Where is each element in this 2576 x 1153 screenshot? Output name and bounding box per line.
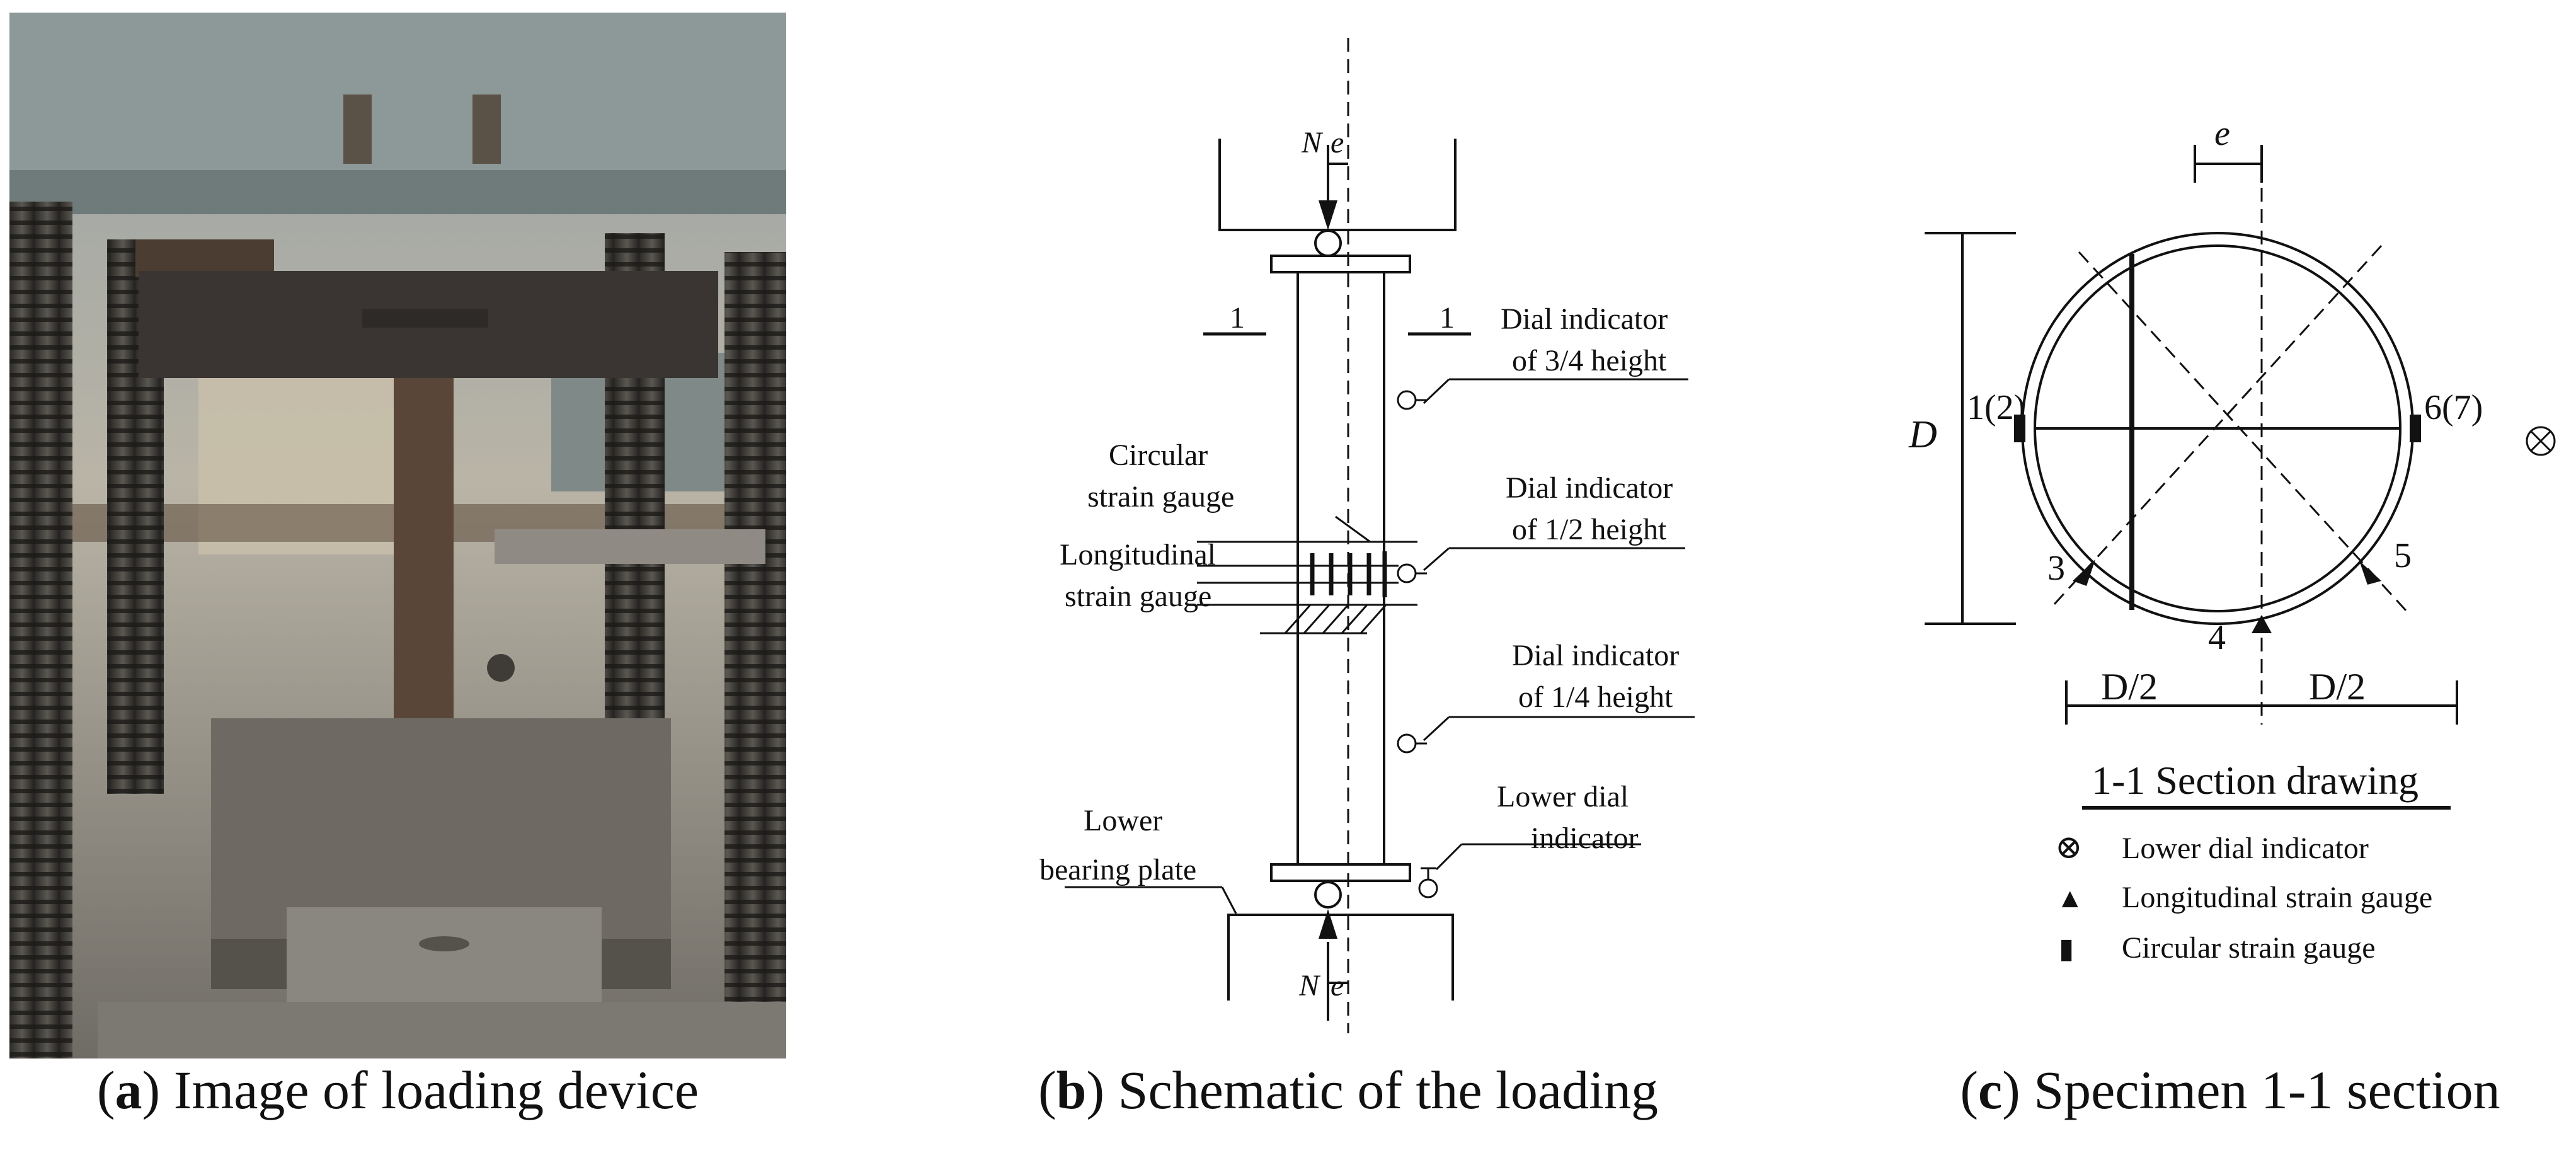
lower-dial-indicator bbox=[1418, 878, 1438, 898]
caption-a: (a) Image of loading device bbox=[96, 1060, 699, 1120]
section-number-left: 1 bbox=[1230, 301, 1245, 335]
legend-label-circular: Circular strain gauge bbox=[2122, 931, 2376, 965]
circular-gauge-label-line1: Circular bbox=[1109, 439, 1208, 472]
legend-label-dial: Lower dial indicator bbox=[2122, 832, 2369, 865]
dial-1-2-label-line2: of 1/2 height bbox=[1512, 513, 1667, 546]
dial-1-4-label-line1: Dial indicator bbox=[1512, 639, 1679, 672]
legend-label-longitudinal: Longitudinal strain gauge bbox=[2122, 881, 2432, 914]
load-arrow-bottom bbox=[1319, 909, 1337, 939]
half-diameter-left: D/2 bbox=[2101, 666, 2158, 708]
lower-plate-label-line2: bearing plate bbox=[1039, 853, 1196, 886]
loading-schematic: N e N e 1 1 Dial indicator of 3/4 height… bbox=[1008, 13, 1764, 1046]
dial-3-4-label-line2: of 3/4 height bbox=[1512, 344, 1667, 377]
caption-b: (b) Schematic of the loading bbox=[1038, 1060, 1658, 1120]
dial-1-2-label-line1: Dial indicator bbox=[1506, 471, 1673, 505]
upper-bearing-plate bbox=[1270, 255, 1411, 273]
point-label-3: 3 bbox=[2047, 549, 2065, 588]
longitudinal-gauge-label-line2: strain gauge bbox=[1065, 580, 1211, 613]
loading-device-illustration bbox=[9, 13, 786, 1058]
dial-1-4-label-line2: of 1/4 height bbox=[1518, 680, 1673, 714]
ecc-label-top: e bbox=[1331, 126, 1344, 159]
lower-loading-frame bbox=[1227, 914, 1454, 1001]
legend-symbol-dial: ⊗ bbox=[2055, 830, 2083, 866]
load-label-bottom: N bbox=[1298, 969, 1321, 1002]
lower-bearing-plate bbox=[1270, 863, 1411, 882]
dial-3-4-label-line1: Dial indicator bbox=[1501, 302, 1668, 336]
load-arrow-top bbox=[1319, 200, 1337, 230]
column-left bbox=[9, 202, 72, 1058]
upper-hinge bbox=[1314, 229, 1342, 257]
point-label-4: 4 bbox=[2208, 618, 2226, 657]
half-diameter-right: D/2 bbox=[2309, 666, 2366, 708]
dial-indicator-1-2 bbox=[1397, 563, 1417, 583]
section-title: 1-1 Section drawing bbox=[2092, 758, 2419, 803]
lower-dial-symbol bbox=[2526, 426, 2556, 456]
section-drawing: e D D/2 D/2 1(2) 6(7) 3 4 5 1-1 Section … bbox=[1890, 13, 2576, 1046]
legend-symbol-circular: ▮ bbox=[2059, 933, 2074, 964]
top-crosshead bbox=[9, 13, 786, 195]
longitudinal-gauge-3 bbox=[2073, 559, 2095, 586]
legend: ⊗ Lower dial indicator ▲ Longitudinal st… bbox=[2055, 830, 2432, 965]
lower-dial-label-line1: Lower dial bbox=[1497, 780, 1629, 813]
upper-loading-frame bbox=[1218, 139, 1457, 231]
lower-hinge bbox=[1314, 881, 1342, 909]
load-label-top: N bbox=[1301, 126, 1324, 159]
loading-device-photo bbox=[9, 13, 786, 1058]
column-right bbox=[724, 252, 786, 1058]
point-label-5: 5 bbox=[2394, 536, 2412, 575]
longitudinal-strain-gauges bbox=[1310, 551, 1387, 597]
longitudinal-gauge-label-line1: Longitudinal bbox=[1060, 538, 1216, 571]
legend-symbol-longitudinal: ▲ bbox=[2056, 883, 2084, 914]
longitudinal-gauge-5 bbox=[2359, 561, 2381, 585]
diameter-label: D bbox=[1908, 413, 1937, 456]
dial-indicator-3-4 bbox=[1397, 390, 1417, 410]
point-label-6-7: 6(7) bbox=[2424, 388, 2483, 427]
lower-plate-label-line1: Lower bbox=[1084, 804, 1162, 837]
caption-c: (c) Specimen 1-1 section bbox=[1960, 1060, 2500, 1120]
longitudinal-gauge-4 bbox=[2252, 615, 2272, 633]
dial-indicator-1-4 bbox=[1397, 733, 1417, 754]
lower-dial-label-line2: indicator bbox=[1531, 822, 1639, 855]
circular-gauge-1 bbox=[2014, 415, 2025, 442]
circular-gauge-6 bbox=[2410, 415, 2421, 442]
ecc-label: e bbox=[2214, 114, 2230, 153]
circular-gauge-label-line2: strain gauge bbox=[1087, 480, 1234, 513]
point-label-1-2: 1(2) bbox=[1967, 388, 2025, 427]
ecc-label-bottom: e bbox=[1331, 969, 1344, 1002]
section-number-right: 1 bbox=[1440, 301, 1455, 335]
